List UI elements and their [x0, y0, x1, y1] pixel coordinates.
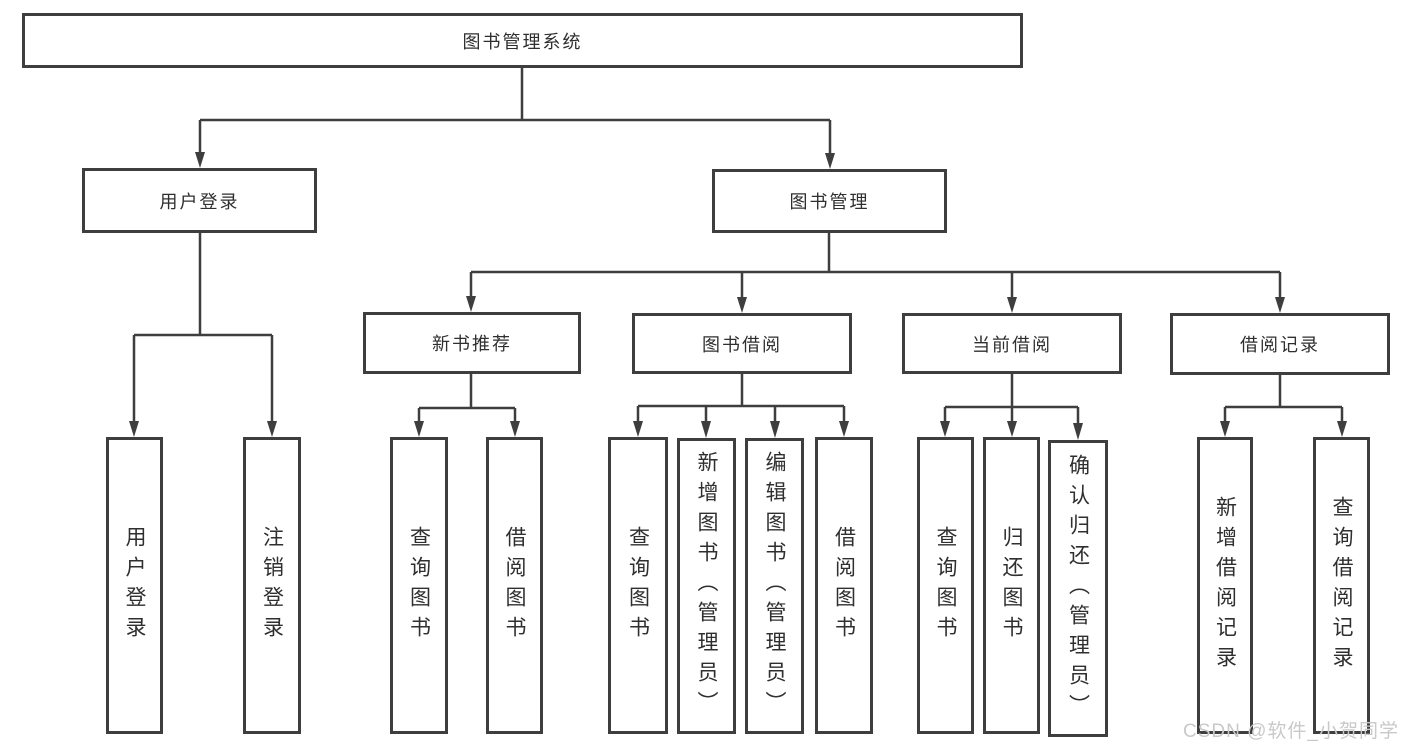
csdn-watermark: CSDN @软件_小贺同学: [1183, 721, 1399, 742]
connector-book-borrow-to-leaves: [633, 374, 849, 438]
node-label: 注销登录: [260, 525, 284, 646]
node-label: 当前借阅: [972, 334, 1052, 355]
connector-root-to-level2: [195, 68, 835, 169]
connector-current-borrow-to-leaves: [940, 374, 1083, 440]
connector-user-login-to-leaves: [129, 233, 277, 437]
leaf-logout: 注销登录: [243, 437, 301, 734]
node-label: 用户登录: [159, 191, 240, 212]
leaf-add-borrow-record: 新增借阅记录: [1197, 437, 1253, 734]
node-library-management-system: 图书管理系统: [22, 13, 1023, 68]
node-label: 归还图书: [1000, 525, 1023, 646]
node-label: 查询图书: [934, 525, 957, 646]
node-label: 新增借阅记录: [1213, 495, 1237, 676]
node-label: 用户登录: [123, 525, 146, 646]
leaf-add-book-admin: 新增图书（管理员）: [677, 438, 736, 734]
node-label: 新书推荐: [432, 334, 512, 354]
node-label: 图书管理: [789, 192, 870, 212]
node-label: 借阅记录: [1240, 335, 1320, 355]
node-label: 借阅图书: [503, 525, 526, 646]
node-book-management: 图书管理: [712, 169, 947, 233]
leaf-return-books: 归还图书: [983, 437, 1040, 734]
node-label: 图书借阅: [702, 334, 782, 355]
leaf-query-books-1: 查询图书: [390, 437, 448, 734]
leaf-edit-book-admin: 编辑图书（管理员）: [745, 438, 804, 734]
connector-book-management-to-level3: [466, 232, 1285, 313]
leaf-query-books-2: 查询图书: [608, 437, 668, 734]
leaf-query-books-3: 查询图书: [917, 437, 974, 734]
node-borrowing-records: 借阅记录: [1170, 313, 1390, 375]
node-label: 编辑图书（管理员）: [763, 451, 786, 721]
leaf-borrow-books-2: 借阅图书: [815, 437, 873, 734]
connector-new-book-to-leaves: [414, 374, 520, 437]
node-label: 确认归还（管理员）: [1066, 453, 1090, 724]
node-current-borrowing: 当前借阅: [902, 313, 1122, 374]
leaf-query-borrow-record: 查询借阅记录: [1313, 437, 1370, 734]
leaf-user-login: 用户登录: [106, 437, 163, 734]
node-label: 查询借阅记录: [1330, 495, 1353, 676]
node-label: 图书管理系统: [462, 31, 583, 52]
node-book-borrowing: 图书借阅: [632, 313, 852, 374]
node-user-login: 用户登录: [82, 168, 317, 233]
node-new-book-recommendation: 新书推荐: [363, 312, 581, 374]
node-label: 借阅图书: [832, 525, 856, 646]
node-label: 新增图书（管理员）: [695, 451, 718, 721]
leaf-confirm-return-admin: 确认归还（管理员）: [1048, 440, 1108, 737]
node-label: 查询图书: [626, 525, 650, 646]
connector-borrow-record-to-leaves: [1220, 375, 1347, 437]
leaf-borrow-books-1: 借阅图书: [486, 437, 543, 734]
node-label: 查询图书: [407, 525, 431, 646]
